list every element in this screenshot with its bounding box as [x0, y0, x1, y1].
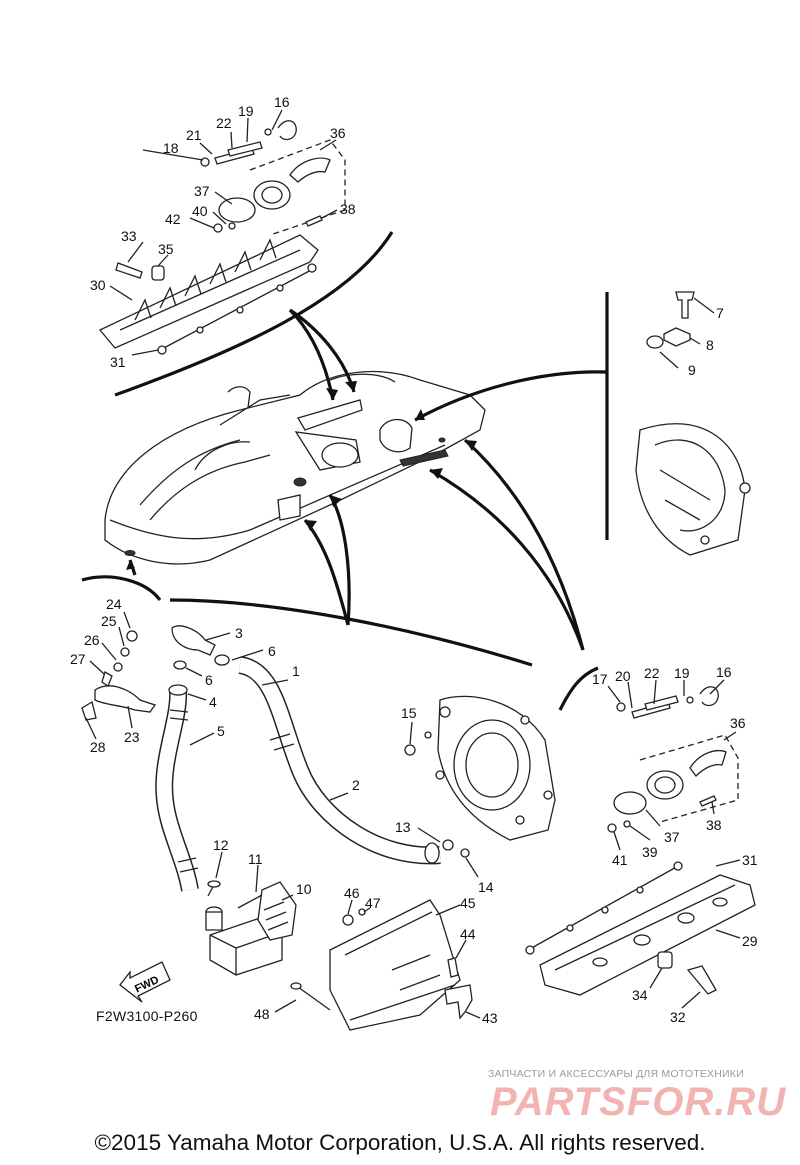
callout-11: 11	[248, 851, 263, 867]
callout-43: 43	[482, 1010, 498, 1026]
callout-26: 26	[84, 632, 100, 648]
callout-6a: 6	[268, 643, 276, 659]
callout-12: 12	[213, 837, 229, 853]
callout-22b: 22	[644, 665, 660, 681]
callout-33: 33	[121, 228, 137, 244]
callout-2: 2	[352, 777, 360, 793]
callout-22: 22	[216, 115, 232, 131]
callout-40: 40	[192, 203, 208, 219]
callout-30: 30	[90, 277, 106, 293]
callout-14: 14	[478, 879, 494, 895]
callout-27: 27	[70, 651, 86, 667]
hoses	[155, 625, 479, 892]
callout-7: 7	[716, 305, 724, 321]
inset-top-right	[605, 291, 751, 556]
section-bottom-left	[81, 575, 533, 740]
callout-48: 48	[254, 1006, 270, 1022]
watercraft-hull	[104, 371, 486, 565]
callout-31b: 31	[742, 852, 758, 868]
callout-39: 39	[642, 844, 658, 860]
callout-38: 38	[340, 201, 356, 217]
callout-44: 44	[460, 926, 476, 942]
callout-28: 28	[90, 739, 106, 755]
callout-36: 36	[330, 125, 346, 141]
callout-8: 8	[706, 337, 714, 353]
watermark-logo: PARTSFOR.RU	[490, 1080, 787, 1124]
callout-32: 32	[670, 1009, 686, 1025]
callout-31: 31	[110, 354, 126, 370]
callout-21: 21	[186, 127, 202, 143]
callout-42: 42	[165, 211, 181, 227]
callout-41: 41	[612, 852, 628, 868]
callout-13: 13	[395, 819, 411, 835]
callout-45: 45	[460, 895, 476, 911]
callout-34: 34	[632, 987, 648, 1003]
pump-housing-center	[424, 695, 556, 841]
callout-5: 5	[217, 723, 225, 739]
callout-17: 17	[592, 671, 608, 687]
callout-16: 16	[274, 94, 290, 110]
callout-24: 24	[106, 596, 122, 612]
callout-6b: 6	[205, 672, 213, 688]
callout-29: 29	[742, 933, 758, 949]
inset-top-left	[98, 109, 394, 397]
callout-37b: 37	[664, 829, 680, 845]
callout-25: 25	[101, 613, 117, 629]
callout-36b: 36	[730, 715, 746, 731]
callout-38b: 38	[706, 817, 722, 833]
reference-code: F2W3100-P260	[96, 1008, 198, 1024]
callout-19: 19	[238, 103, 254, 119]
callout-37: 37	[194, 183, 210, 199]
section-bottom-right	[525, 666, 756, 1009]
callout-35: 35	[158, 241, 174, 257]
callout-labels: 16 19 22 21 36 18 37 40 42 38 33 35 30 3…	[70, 94, 758, 1026]
plate-assembly	[274, 899, 481, 1031]
callout-46: 46	[344, 885, 360, 901]
callout-18: 18	[163, 140, 179, 156]
callout-15: 15	[401, 705, 417, 721]
callout-19b: 19	[674, 665, 690, 681]
callout-16b: 16	[716, 664, 732, 680]
callout-9: 9	[688, 362, 696, 378]
callout-23: 23	[124, 729, 140, 745]
watermark-tagline: ЗАПЧАСТИ И АКСЕССУАРЫ ДЛЯ МОТОТЕХНИКИ	[488, 1068, 744, 1080]
callout-3: 3	[235, 625, 243, 641]
callout-47: 47	[365, 895, 381, 911]
resonator-assembly	[205, 851, 297, 976]
fwd-arrow: FWD	[119, 961, 171, 1003]
copyright-notice: ©2015 Yamaha Motor Corporation, U.S.A. A…	[94, 1130, 706, 1155]
callout-20: 20	[615, 668, 631, 684]
callout-4: 4	[209, 694, 217, 710]
leader-arrows	[126, 308, 608, 651]
callout-1: 1	[292, 663, 300, 679]
callout-10: 10	[296, 881, 312, 897]
